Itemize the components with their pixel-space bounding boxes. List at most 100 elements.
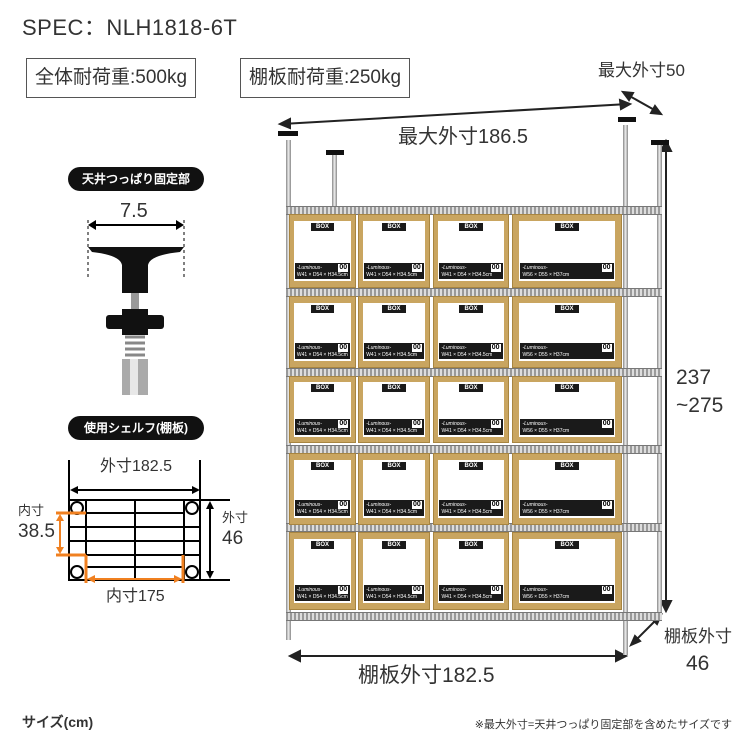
box-number: 00 bbox=[338, 264, 349, 273]
ceiling-pad-icon bbox=[618, 117, 636, 122]
box-size: W41 × D54 × H34.5cm bbox=[441, 352, 493, 359]
size-unit-label: サイズ(cm) bbox=[22, 714, 94, 730]
shelf-load-badge: 棚板耐荷重:250kg bbox=[240, 58, 411, 98]
shelf-outer-width: 外寸182.5 bbox=[100, 458, 173, 475]
height-dimension-max: ~275 bbox=[676, 394, 724, 417]
box-brand: -Luminous- bbox=[441, 502, 467, 509]
box-size: W41 × D54 × H34.5cm bbox=[296, 509, 348, 516]
box-number: 00 bbox=[490, 264, 501, 273]
inner-depth-value: 38.5 bbox=[18, 521, 55, 542]
footnote: ※最大外寸=天井つっぱり固定部を含めたサイズです bbox=[474, 719, 732, 731]
box-title: BOX bbox=[459, 461, 483, 470]
shelf-depth-label: 棚板外寸 bbox=[664, 627, 732, 646]
back-left-post bbox=[332, 155, 337, 215]
box-size: W56 × D55 × H37cm bbox=[522, 593, 570, 600]
box-size: W56 × D55 × H37cm bbox=[522, 509, 570, 516]
ceiling-fixture-illustration bbox=[87, 220, 185, 395]
box-number: 00 bbox=[412, 501, 422, 510]
box-size: W41 × D54 × H34.5cm bbox=[366, 427, 418, 434]
box-size: W41 × D54 × H34.5cm bbox=[441, 509, 493, 516]
front-right-post bbox=[623, 125, 628, 655]
box-number: 00 bbox=[338, 344, 349, 353]
box-brand: -Luminous- bbox=[366, 345, 392, 352]
box-size: W56 × D55 × H37cm bbox=[522, 272, 570, 279]
box-size: W41 × D54 × H34.5cm bbox=[366, 509, 418, 516]
box-size: W56 × D55 × H37cm bbox=[522, 427, 570, 434]
box-brand: -Luminous- bbox=[296, 586, 322, 593]
box-title: BOX bbox=[310, 384, 334, 393]
box-number: 00 bbox=[601, 344, 612, 353]
box-title: BOX bbox=[310, 222, 334, 231]
box-number: 00 bbox=[412, 419, 422, 428]
box-brand: -Luminous- bbox=[522, 265, 548, 272]
box-title: BOX bbox=[555, 222, 579, 231]
box-brand: -Luminous- bbox=[441, 420, 467, 427]
box-brand: -Luminous- bbox=[366, 502, 392, 509]
box-brand: -Luminous- bbox=[522, 502, 548, 509]
box-number: 00 bbox=[412, 585, 422, 594]
back-right-post bbox=[657, 145, 662, 615]
shelf-depth-value: 46 bbox=[686, 652, 710, 675]
box-number: 00 bbox=[490, 585, 501, 594]
box-brand: -Luminous- bbox=[522, 586, 548, 593]
box-number: 00 bbox=[338, 585, 349, 594]
outer-depth-label: 外寸 bbox=[222, 510, 249, 525]
box-title: BOX bbox=[310, 304, 334, 313]
box-number: 00 bbox=[490, 419, 501, 428]
box-number: 00 bbox=[601, 501, 612, 510]
box-title: BOX bbox=[310, 541, 334, 550]
front-left-post bbox=[286, 140, 291, 640]
box-size: W41 × D54 × H34.5cm bbox=[296, 352, 348, 359]
box-brand: -Luminous- bbox=[296, 502, 322, 509]
height-dimension-min: 237 bbox=[676, 366, 712, 389]
box-title: BOX bbox=[310, 461, 334, 470]
ceiling-pad-icon bbox=[326, 150, 344, 155]
box-title: BOX bbox=[459, 384, 483, 393]
box-title: BOX bbox=[459, 222, 483, 231]
box-brand: -Luminous- bbox=[441, 265, 467, 272]
box-brand: -Luminous- bbox=[296, 345, 322, 352]
box-number: 00 bbox=[338, 419, 349, 428]
wire-shelf bbox=[286, 612, 662, 621]
